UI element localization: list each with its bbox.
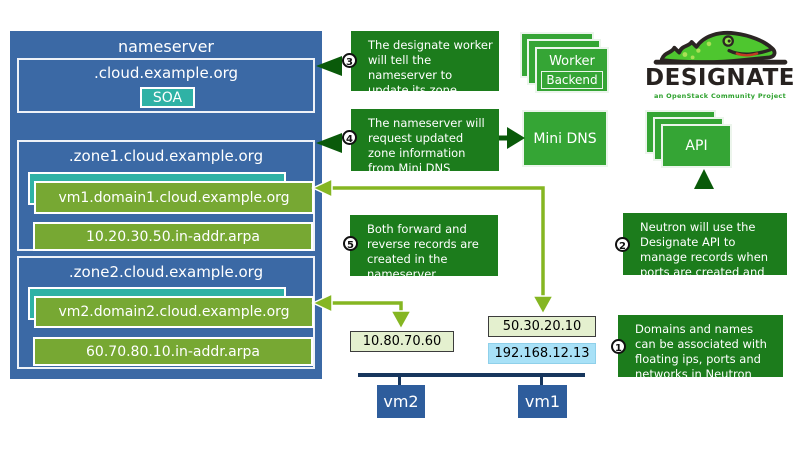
zone2-reverse-record: 60.70.80.10.in-addr.arpa [33, 337, 313, 366]
designate-crocodile-icon [653, 30, 788, 65]
worker-box: Worker Backend [535, 47, 609, 93]
note-4-number-badge: 4 [342, 130, 357, 145]
note-5-number-badge: 5 [343, 236, 358, 251]
worker-label: Worker [549, 53, 595, 69]
note-3-box: The designate worker will tell the names… [351, 31, 499, 112]
backend-box: Backend [541, 71, 603, 89]
note-5-text: Both forward and reverse records are cre… [367, 222, 479, 281]
note-3-number-badge: 3 [342, 53, 357, 68]
vm1-ip-arrowhead-down [531, 295, 555, 316]
zone1-forward-record: vm1.domain1.cloud.example.org [34, 181, 314, 214]
minidns-box: Mini DNS [522, 110, 608, 167]
vm1-fixed-ip-box: 192.168.12.13 [488, 343, 596, 364]
designate-logo-title: DESIGNATE [645, 65, 795, 91]
note-5-box: Both forward and reverse records are cre… [350, 215, 498, 281]
note-3-text: The designate worker will tell the names… [368, 38, 493, 112]
note2-to-api-arrow [694, 169, 714, 189]
note-1-box: Domains and names can be associated with… [618, 315, 783, 381]
note-1-text: Domains and names can be associated with… [635, 322, 767, 381]
vm2-floating-ip-box: 10.80.70.60 [350, 331, 454, 352]
vm1-box: vm1 [518, 385, 567, 418]
designate-logo-subtitle: an OpenStack Community Project [653, 92, 786, 100]
zone1-reverse-record: 10.20.30.50.in-addr.arpa [33, 222, 313, 251]
nameserver-container: nameserver .cloud.example.org SOA .zone1… [10, 31, 322, 379]
note-2-box: Neutron will use the Designate API to ma… [623, 213, 787, 294]
note-2-text: Neutron will use the Designate API to ma… [640, 220, 769, 294]
zone2-box: .zone2.cloud.example.org vm2.domain2.clo… [17, 256, 315, 369]
vm2-bus-stub [398, 377, 401, 385]
zone2-title: .zone2.cloud.example.org [68, 263, 264, 281]
soa-record: SOA [140, 87, 195, 108]
api-box: API [661, 124, 732, 168]
designate-logo: DESIGNATE an OpenStack Community Project [645, 15, 795, 103]
note-1-number-badge: 1 [611, 339, 626, 354]
zone2-forward-record: vm2.domain2.cloud.example.org [34, 296, 314, 328]
vm2-box: vm2 [377, 385, 425, 418]
vm2-record-connector [329, 301, 403, 315]
note-4-box: The nameserver will request updated zone… [351, 109, 499, 175]
note-4-text: The nameserver will request updated zone… [368, 116, 485, 175]
zone1-title: .zone1.cloud.example.org [68, 147, 264, 165]
zone1-box: .zone1.cloud.example.org vm1.domain1.clo… [17, 140, 315, 251]
note-2-number-badge: 2 [615, 237, 630, 252]
vm1-floating-ip-box: 50.30.20.10 [488, 316, 596, 337]
vm2-record-connector-casing [329, 299, 405, 315]
soa-zone-domain: .cloud.example.org [93, 64, 239, 82]
nameserver-title: nameserver [117, 36, 215, 56]
vm1-bus-stub [540, 377, 543, 385]
vm2-ip-arrowhead-down [389, 310, 413, 331]
soa-zone-box: .cloud.example.org SOA [17, 58, 315, 113]
network-bus-line [358, 373, 585, 377]
